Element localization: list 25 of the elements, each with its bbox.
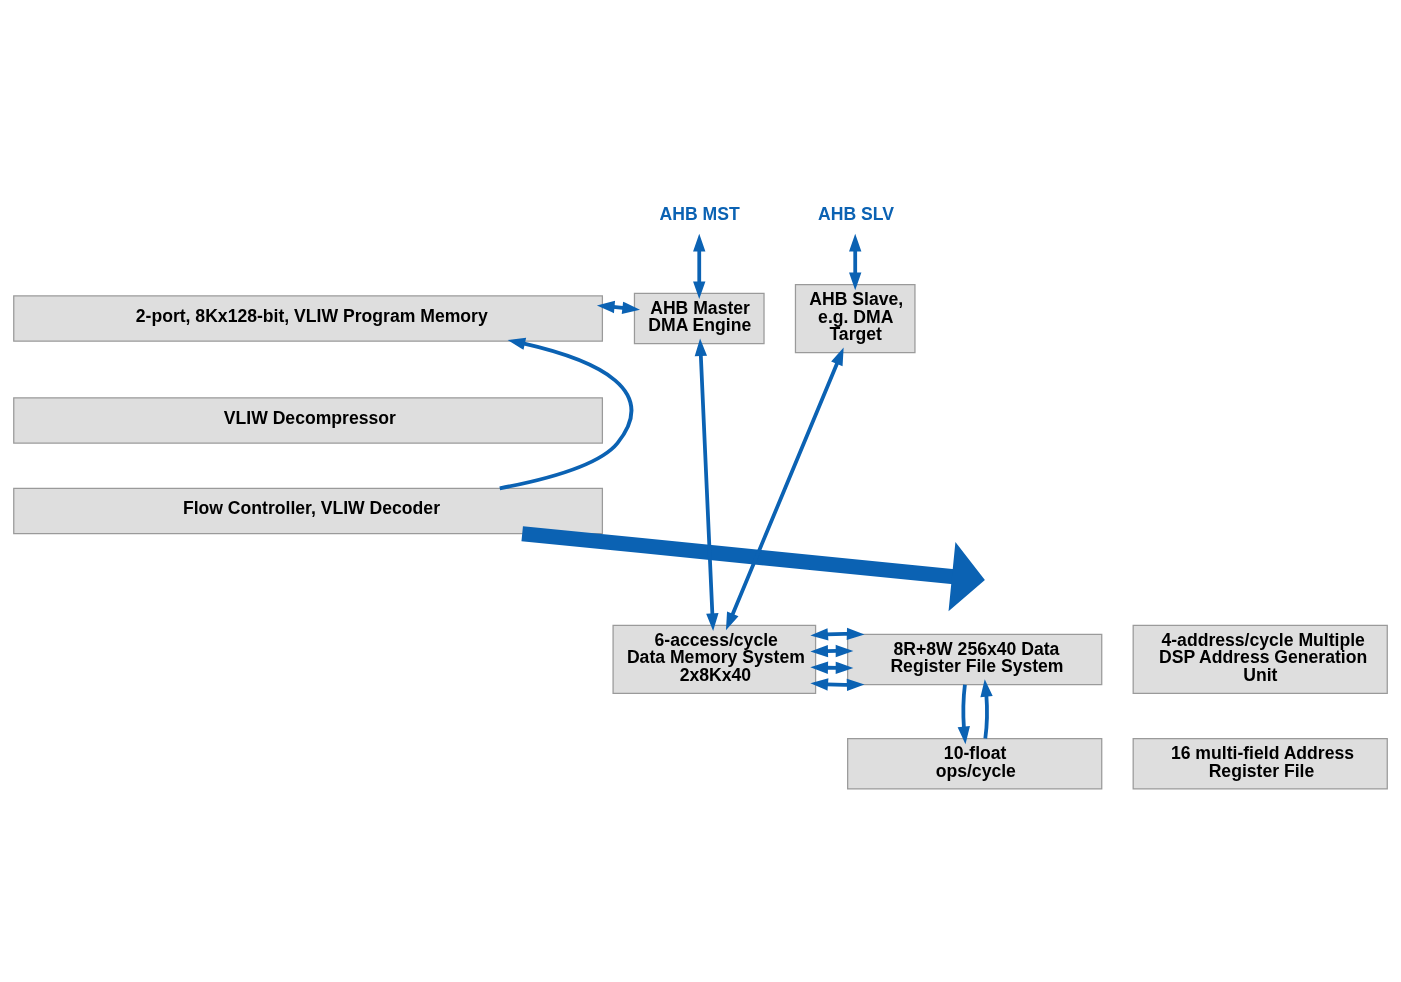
arrow: [849, 233, 862, 290]
arrow: [810, 627, 865, 640]
node-box: 4-address/cycle Multiple DSP Address Generation Unit: [1132, 624, 1388, 694]
arrow: [693, 233, 706, 299]
node-text: AHB SLV: [818, 203, 895, 224]
arrow: [499, 337, 634, 490]
node-box: 10-float ops/cycle: [847, 737, 1103, 790]
node-box: 16 multi-field Address Register File: [1132, 737, 1388, 790]
arrow: [694, 337, 719, 631]
arrow: [957, 684, 970, 744]
node-box: Flow Controller, VLIW Decoder: [13, 487, 603, 534]
node-box: VLIW Decompressor: [13, 396, 603, 444]
node-box: 6-access/cycle Data Memory System 2x8Kx40: [612, 624, 817, 694]
node-box: 2-port, 8Kx128-bit, VLIW Program Memory: [13, 294, 603, 342]
arrow: [596, 300, 640, 314]
arrow: [980, 678, 993, 739]
arrow: [810, 644, 854, 657]
node-box: AHB Slave, e.g. DMA Target: [794, 283, 916, 353]
arrow: [725, 347, 844, 630]
arrow: [521, 525, 985, 611]
node-text: AHB MST: [659, 203, 740, 224]
arrow: [810, 661, 854, 674]
node-box: AHB Master DMA Engine: [633, 292, 765, 344]
arrow: [810, 677, 865, 691]
node-box: 8R+8W 256x40 Data Register File System: [847, 633, 1103, 685]
